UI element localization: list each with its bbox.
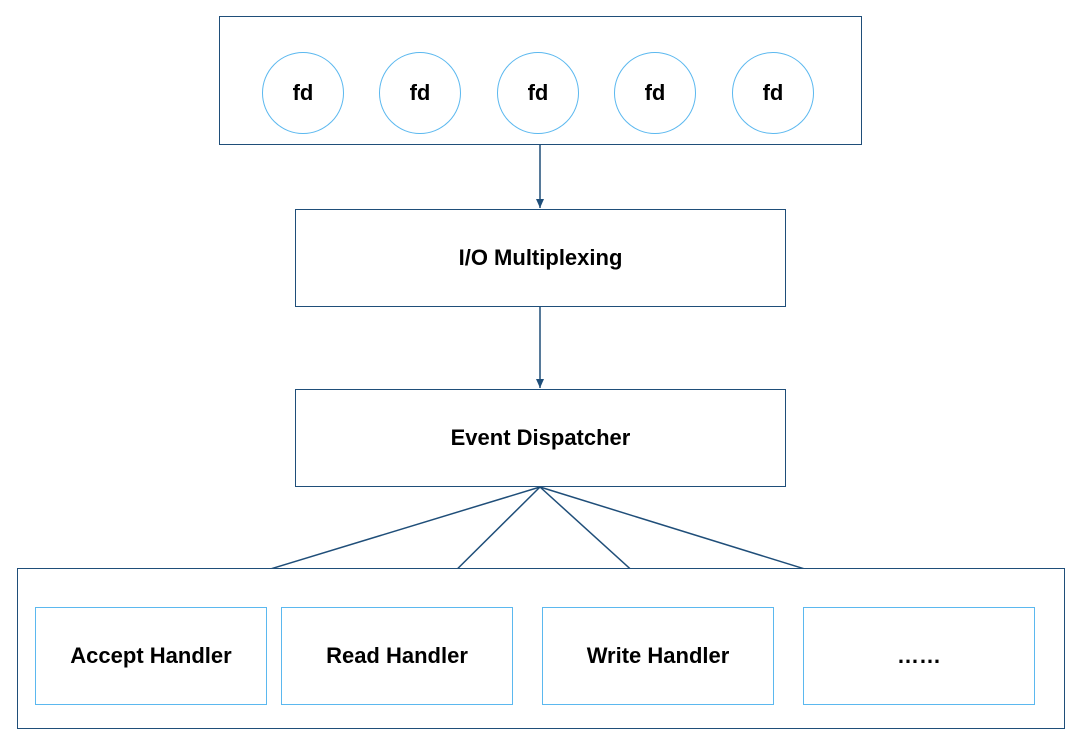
event-dispatcher-box: Event Dispatcher — [295, 389, 786, 487]
io-multiplexing-label: I/O Multiplexing — [458, 245, 623, 270]
fd-circle: fd — [732, 52, 814, 134]
more-handlers-label: …… — [897, 643, 941, 668]
read-handler-label: Read Handler — [326, 643, 468, 668]
fd-circle: fd — [379, 52, 461, 134]
write-handler-label: Write Handler — [586, 643, 730, 668]
fd-circle: fd — [497, 52, 579, 134]
io-multiplexing-box: I/O Multiplexing — [295, 209, 786, 307]
write-handler-box: Write Handler — [542, 607, 774, 705]
fd-circle: fd — [262, 52, 344, 134]
read-handler-box: Read Handler — [281, 607, 513, 705]
event-dispatcher-label: Event Dispatcher — [450, 425, 631, 450]
accept-handler-label: Accept Handler — [70, 643, 232, 668]
more-handlers-box: …… — [803, 607, 1035, 705]
fd-circle: fd — [614, 52, 696, 134]
handlers-container: Accept Handler Read Handler Write Handle… — [17, 568, 1065, 729]
fd-container: fd fd fd fd fd — [219, 16, 862, 145]
accept-handler-box: Accept Handler — [35, 607, 267, 705]
